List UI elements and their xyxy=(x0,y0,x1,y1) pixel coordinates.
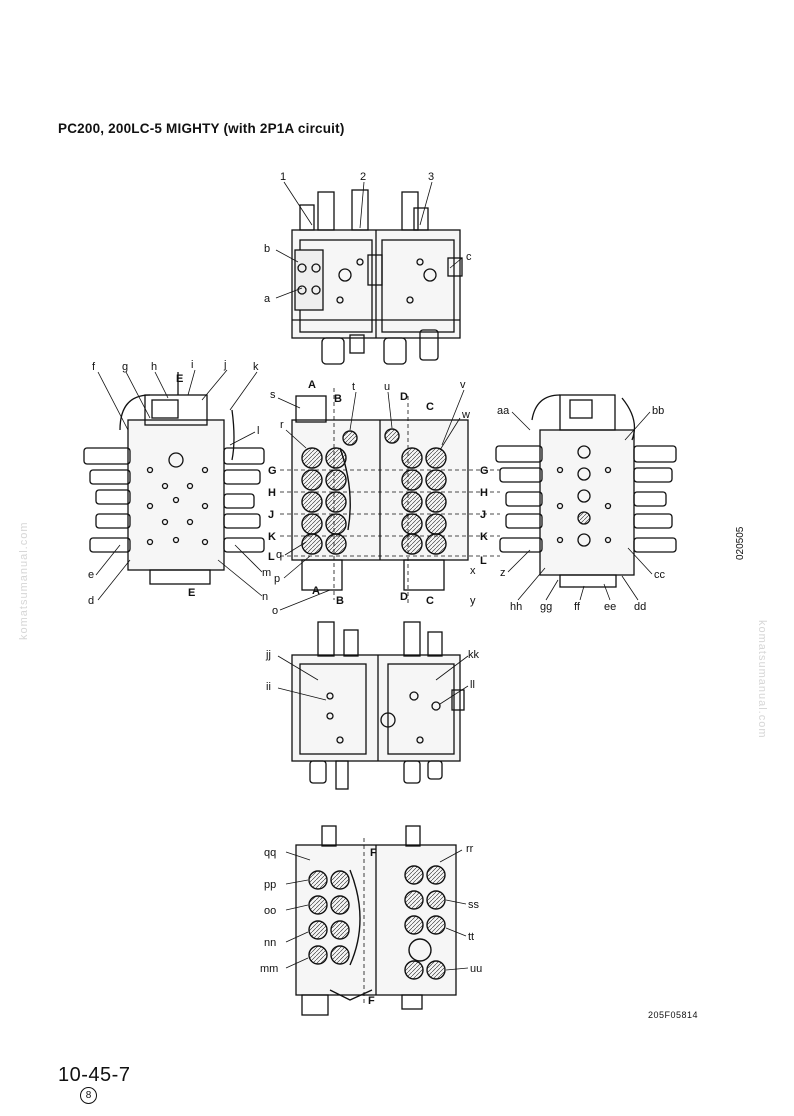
svg-text:H: H xyxy=(268,487,276,499)
svg-text:K: K xyxy=(268,531,276,543)
svg-text:k: k xyxy=(253,361,259,373)
watermark-right: komatsumanual.com xyxy=(756,620,768,739)
top-view-callouts: 1 2 3 b c a xyxy=(264,171,472,305)
svg-text:3: 3 xyxy=(428,171,434,183)
svg-text:r: r xyxy=(280,419,284,431)
page-title: PC200, 200LC-5 MIGHTY (with 2P1A circuit… xyxy=(58,121,345,136)
top-view-valve xyxy=(291,189,463,365)
svg-text:y: y xyxy=(470,595,476,607)
svg-text:ii: ii xyxy=(266,681,271,693)
svg-text:ee: ee xyxy=(604,601,616,613)
left-view-callouts: f g h i j k l E e d m n E xyxy=(88,359,271,607)
right-view-callouts: aa bb z cc hh gg ff ee dd xyxy=(497,405,666,613)
revision-badge: 8 xyxy=(80,1087,97,1104)
svg-text:m: m xyxy=(262,567,271,579)
watermark-left: komatsumanual.com xyxy=(18,521,30,641)
svg-text:uu: uu xyxy=(470,963,482,975)
svg-text:aa: aa xyxy=(497,405,510,417)
svg-text:dd: dd xyxy=(634,601,646,613)
svg-text:B: B xyxy=(334,393,342,405)
svg-text:L: L xyxy=(268,551,275,563)
svg-text:o: o xyxy=(272,605,278,617)
top-view-leaders xyxy=(275,181,463,299)
drawing-number: 205F05814 xyxy=(648,1010,699,1020)
svg-text:e: e xyxy=(88,569,94,581)
svg-text:C: C xyxy=(426,595,434,607)
center-view-section-lines xyxy=(280,388,500,605)
svg-text:B: B xyxy=(336,595,344,607)
svg-text:A: A xyxy=(312,585,320,597)
svg-text:L: L xyxy=(480,555,487,567)
svg-text:s: s xyxy=(270,389,276,401)
center-view-leaders xyxy=(277,389,465,611)
svg-text:hh: hh xyxy=(510,601,522,613)
svg-text:b: b xyxy=(264,243,270,255)
svg-text:F: F xyxy=(368,995,375,1007)
svg-text:G: G xyxy=(480,465,489,477)
svg-text:q: q xyxy=(276,549,282,561)
svg-text:z: z xyxy=(500,567,506,579)
svg-text:J: J xyxy=(480,509,486,521)
svg-text:A: A xyxy=(308,379,316,391)
svg-text:F: F xyxy=(370,847,377,859)
lower-view-valve xyxy=(291,621,465,790)
svg-text:a: a xyxy=(264,293,271,305)
svg-text:d: d xyxy=(88,595,94,607)
svg-text:jj: jj xyxy=(265,649,271,661)
svg-text:E: E xyxy=(176,373,183,385)
svg-text:qq: qq xyxy=(264,847,276,859)
svg-text:oo: oo xyxy=(264,905,276,917)
left-view-leaders xyxy=(95,369,263,601)
lower-view-callouts: jj kk ii ll xyxy=(265,649,480,693)
svg-text:j: j xyxy=(223,359,226,371)
svg-text:f: f xyxy=(92,361,96,373)
svg-text:u: u xyxy=(384,381,390,393)
svg-text:g: g xyxy=(122,361,128,373)
svg-text:D: D xyxy=(400,591,408,603)
svg-text:bb: bb xyxy=(652,405,664,417)
svg-text:tt: tt xyxy=(468,931,474,943)
svg-text:kk: kk xyxy=(468,649,480,661)
svg-text:v: v xyxy=(460,379,466,391)
page-number: 10-45-7 xyxy=(58,1064,131,1086)
left-view-valve xyxy=(83,372,265,585)
center-view-callouts: A s t u D C v r w B G G H H J J K K L L … xyxy=(268,379,489,617)
bottom-view-leaders xyxy=(285,849,469,971)
svg-text:n: n xyxy=(262,591,268,603)
svg-text:c: c xyxy=(466,251,472,263)
bottom-view-spools xyxy=(308,865,446,980)
right-view-valve xyxy=(495,394,677,588)
svg-text:H: H xyxy=(480,487,488,499)
svg-text:E: E xyxy=(188,587,195,599)
svg-text:J: J xyxy=(268,509,274,521)
svg-text:cc: cc xyxy=(654,569,666,581)
svg-text:1: 1 xyxy=(280,171,286,183)
side-code: 020505 xyxy=(735,526,746,560)
svg-text:mm: mm xyxy=(260,963,278,975)
svg-text:rr: rr xyxy=(466,843,474,855)
svg-text:D: D xyxy=(400,391,408,403)
lower-view-leaders xyxy=(277,655,469,705)
svg-text:pp: pp xyxy=(264,879,276,891)
svg-text:ss: ss xyxy=(468,899,480,911)
svg-text:C: C xyxy=(426,401,434,413)
svg-text:l: l xyxy=(257,425,259,437)
svg-text:K: K xyxy=(480,531,488,543)
svg-text:t: t xyxy=(352,381,355,393)
svg-text:h: h xyxy=(151,361,157,373)
svg-text:p: p xyxy=(274,573,280,585)
svg-text:G: G xyxy=(268,465,277,477)
svg-text:nn: nn xyxy=(264,937,276,949)
svg-text:ff: ff xyxy=(574,601,581,613)
svg-text:w: w xyxy=(461,409,470,421)
svg-text:gg: gg xyxy=(540,601,552,613)
svg-text:ll: ll xyxy=(470,679,475,691)
right-view-leaders xyxy=(507,411,653,601)
bottom-view-callouts: qq F rr pp ss oo nn tt mm uu F xyxy=(260,843,482,1007)
svg-text:2: 2 xyxy=(360,171,366,183)
svg-text:x: x xyxy=(470,565,476,577)
svg-text:i: i xyxy=(191,359,193,371)
